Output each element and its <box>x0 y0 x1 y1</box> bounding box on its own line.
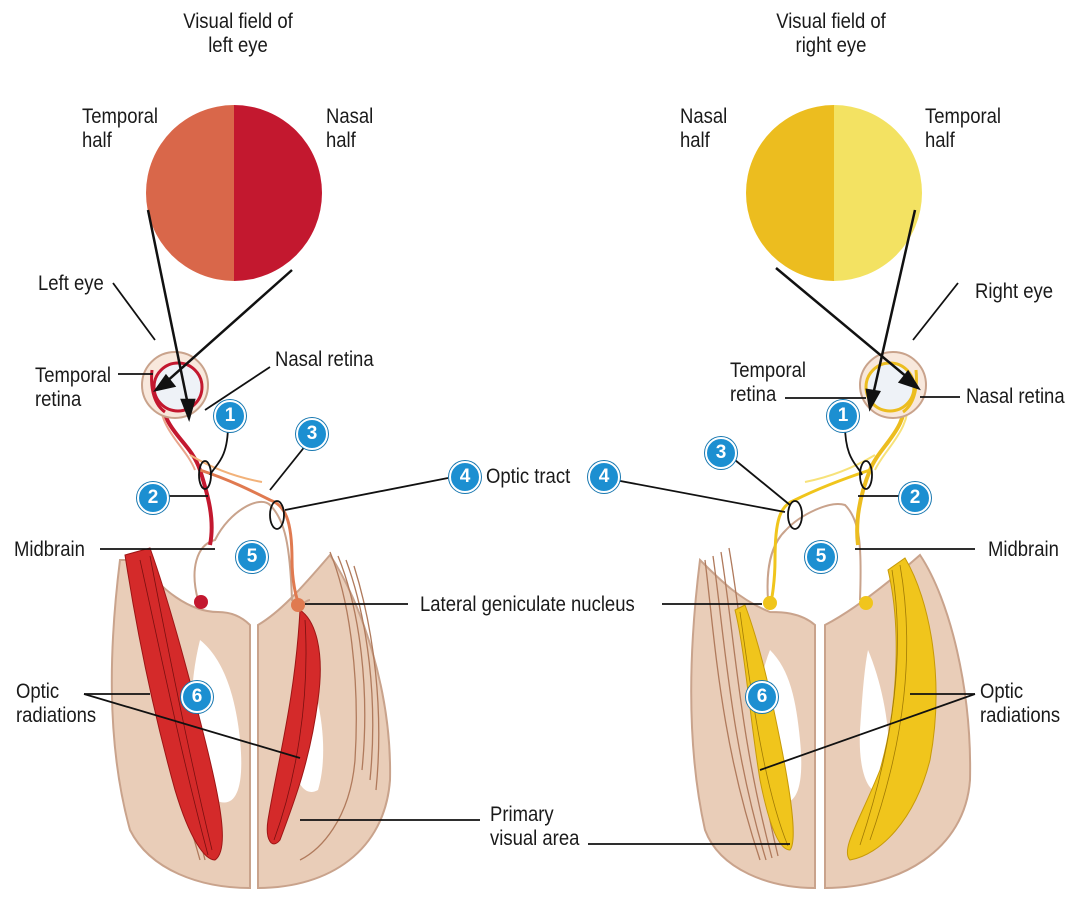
left-brain-section <box>112 548 390 888</box>
right-field-temporal-half <box>834 105 922 281</box>
right-brain-section <box>691 548 970 888</box>
right-crossing-fibers <box>770 470 870 605</box>
step-6-badge-right: 6 <box>746 681 778 713</box>
step-4-badge-right: 4 <box>588 461 620 493</box>
step-3-badge-right: 3 <box>705 437 737 469</box>
right-nasal-half-label: Nasal half <box>680 105 727 153</box>
lateral-geniculate-nucleus-label: Lateral geniculate nucleus <box>420 593 635 617</box>
step-2-badge-left: 2 <box>137 482 169 514</box>
right-nasal-retina-label: Nasal retina <box>966 385 1065 409</box>
left-field-title: Visual field of left eye <box>172 10 304 58</box>
primary-visual-area-label: Primary visual area <box>490 803 579 851</box>
right-optic-radiations-label: Optic radiations <box>980 680 1060 728</box>
left-eyeball <box>142 352 208 418</box>
step-6-badge-left: 6 <box>181 681 213 713</box>
left-visual-field <box>146 105 322 281</box>
right-temporal-half-label: Temporal half <box>925 105 1001 153</box>
left-field-temporal-half <box>146 105 234 281</box>
left-nasal-retina-label: Nasal retina <box>275 348 374 372</box>
right-eye-label: Right eye <box>975 280 1053 304</box>
right-midbrain-label: Midbrain <box>988 538 1059 562</box>
right-field-nasal-half <box>746 105 834 281</box>
left-temporal-half-label: Temporal half <box>82 105 158 153</box>
left-midbrain-label: Midbrain <box>14 538 85 562</box>
step-5-badge-right: 5 <box>805 541 837 573</box>
right-temporal-retina-label: Temporal retina <box>730 359 806 407</box>
step-4-badge-left: 4 <box>449 461 481 493</box>
step-1-badge-left: 1 <box>214 400 246 432</box>
left-temporal-retina-label: Temporal retina <box>35 364 111 412</box>
step-3-badge-left: 3 <box>296 418 328 450</box>
step-1-badge-right: 1 <box>827 400 859 432</box>
left-eye-label: Left eye <box>38 272 104 296</box>
right-visual-field <box>746 105 922 281</box>
step-2-badge-right: 2 <box>899 482 931 514</box>
right-field-title: Visual field of right eye <box>765 10 897 58</box>
left-field-nasal-half <box>234 105 322 281</box>
left-optic-radiations-label: Optic radiations <box>16 680 96 728</box>
optic-tract-label: Optic tract <box>486 465 570 489</box>
step-5-badge-left: 5 <box>236 541 268 573</box>
left-nasal-half-label: Nasal half <box>326 105 373 153</box>
